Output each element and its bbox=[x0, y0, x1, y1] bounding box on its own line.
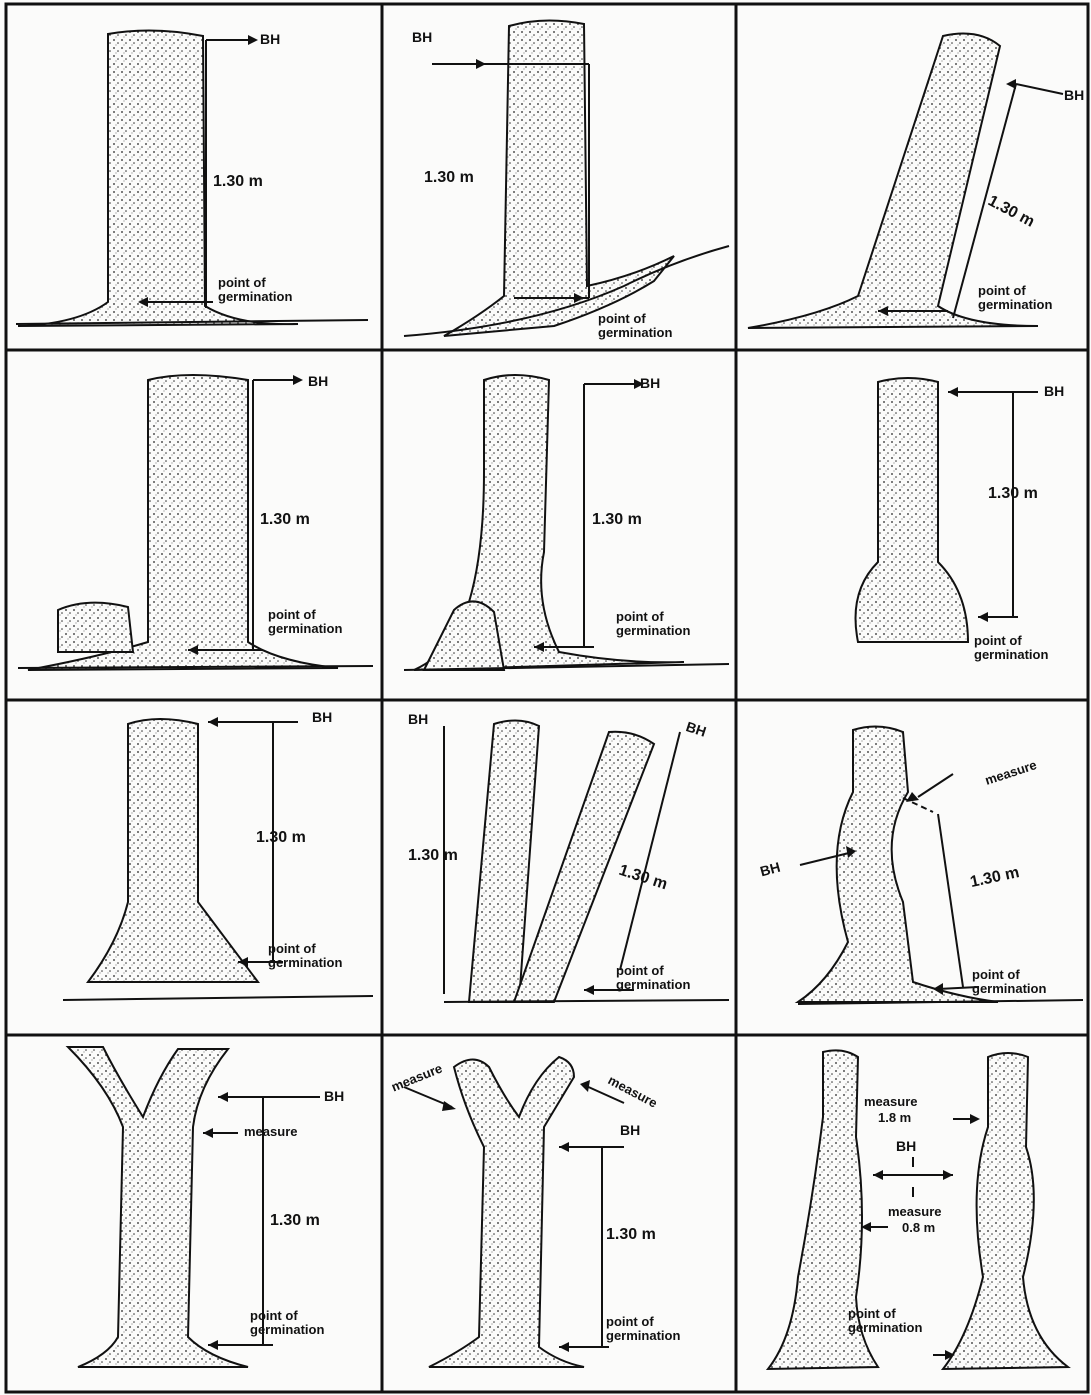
measure-lower-value: 0.8 m bbox=[902, 1221, 935, 1234]
panel-leaning-tree: BH 1.30 m point of germination bbox=[738, 6, 1088, 348]
height-label: 1.30 m bbox=[256, 830, 306, 846]
germination-label: point of germination bbox=[268, 608, 380, 636]
bh-label: BH bbox=[312, 710, 332, 724]
germination-label: point of germination bbox=[972, 968, 1088, 996]
bh-label: BH bbox=[408, 712, 428, 726]
panel-tree-on-rock: BH 1.30 m point of germination bbox=[384, 352, 734, 698]
bh-label: BH bbox=[308, 374, 328, 388]
height-label: 1.30 m bbox=[213, 174, 263, 190]
panel-fork-below-bh: measure measure BH 1.30 m point of germi… bbox=[384, 1037, 734, 1390]
measure-label: measure bbox=[244, 1125, 297, 1138]
germination-label: point of germination bbox=[848, 1307, 968, 1335]
panel-tree-with-stump: BH 1.30 m point of germination bbox=[8, 352, 380, 698]
bh-label: BH bbox=[1044, 384, 1064, 398]
bh-label: BH bbox=[260, 32, 280, 46]
bh-label: BH bbox=[412, 30, 432, 44]
germination-label: point of germination bbox=[268, 942, 380, 970]
panel-fork-just-above-bh: BH measure 1.30 m point of germination bbox=[8, 1037, 380, 1390]
panel-forked-tree-below-bh: BH BH 1.30 m 1.30 m point of germination bbox=[384, 702, 734, 1033]
panel-tree-with-buttress-roots: BH 1.30 m point of germination bbox=[8, 702, 380, 1033]
height-label: 1.30 m bbox=[424, 170, 474, 186]
height-label: 1.30 m bbox=[592, 512, 642, 528]
height-label: 1.30 m bbox=[988, 486, 1038, 502]
measure-upper-label: measure bbox=[864, 1095, 917, 1108]
germination-label: point of germination bbox=[598, 312, 718, 340]
bh-label: BH bbox=[896, 1139, 916, 1153]
bh-label: BH bbox=[324, 1089, 344, 1103]
germination-label: point of germination bbox=[218, 276, 338, 304]
panel-tree-with-swelling: measure BH 1.30 m point of germination bbox=[738, 702, 1088, 1033]
panel-tree-on-slope: BH 1.30 m point of germination bbox=[384, 6, 734, 348]
germination-label: point of germination bbox=[978, 284, 1088, 312]
measure-lower-label: measure bbox=[888, 1205, 941, 1218]
panel-straight-tree: BH 1.30 m point of germination bbox=[8, 6, 380, 348]
germination-label: point of germination bbox=[974, 634, 1088, 662]
germination-label: point of germination bbox=[616, 610, 734, 638]
height-label: 1.30 m bbox=[260, 512, 310, 528]
bh-label: BH bbox=[1064, 88, 1084, 102]
bh-label: BH bbox=[620, 1123, 640, 1137]
germination-label: point of germination bbox=[616, 964, 734, 992]
germination-label: point of germination bbox=[606, 1315, 726, 1343]
height-label: 1.30 m bbox=[606, 1227, 656, 1243]
bh-label: BH bbox=[640, 376, 660, 390]
panel-two-stems-swelling: measure 1.8 m BH measure 0.8 m point of … bbox=[738, 1037, 1088, 1390]
measure-upper-value: 1.8 m bbox=[878, 1111, 911, 1124]
height-label: 1.30 m bbox=[408, 848, 458, 864]
germination-label: point of germination bbox=[250, 1309, 370, 1337]
height-label: 1.30 m bbox=[270, 1213, 320, 1229]
panel-tree-with-stilt-roots: BH 1.30 m point of germination bbox=[738, 352, 1088, 698]
